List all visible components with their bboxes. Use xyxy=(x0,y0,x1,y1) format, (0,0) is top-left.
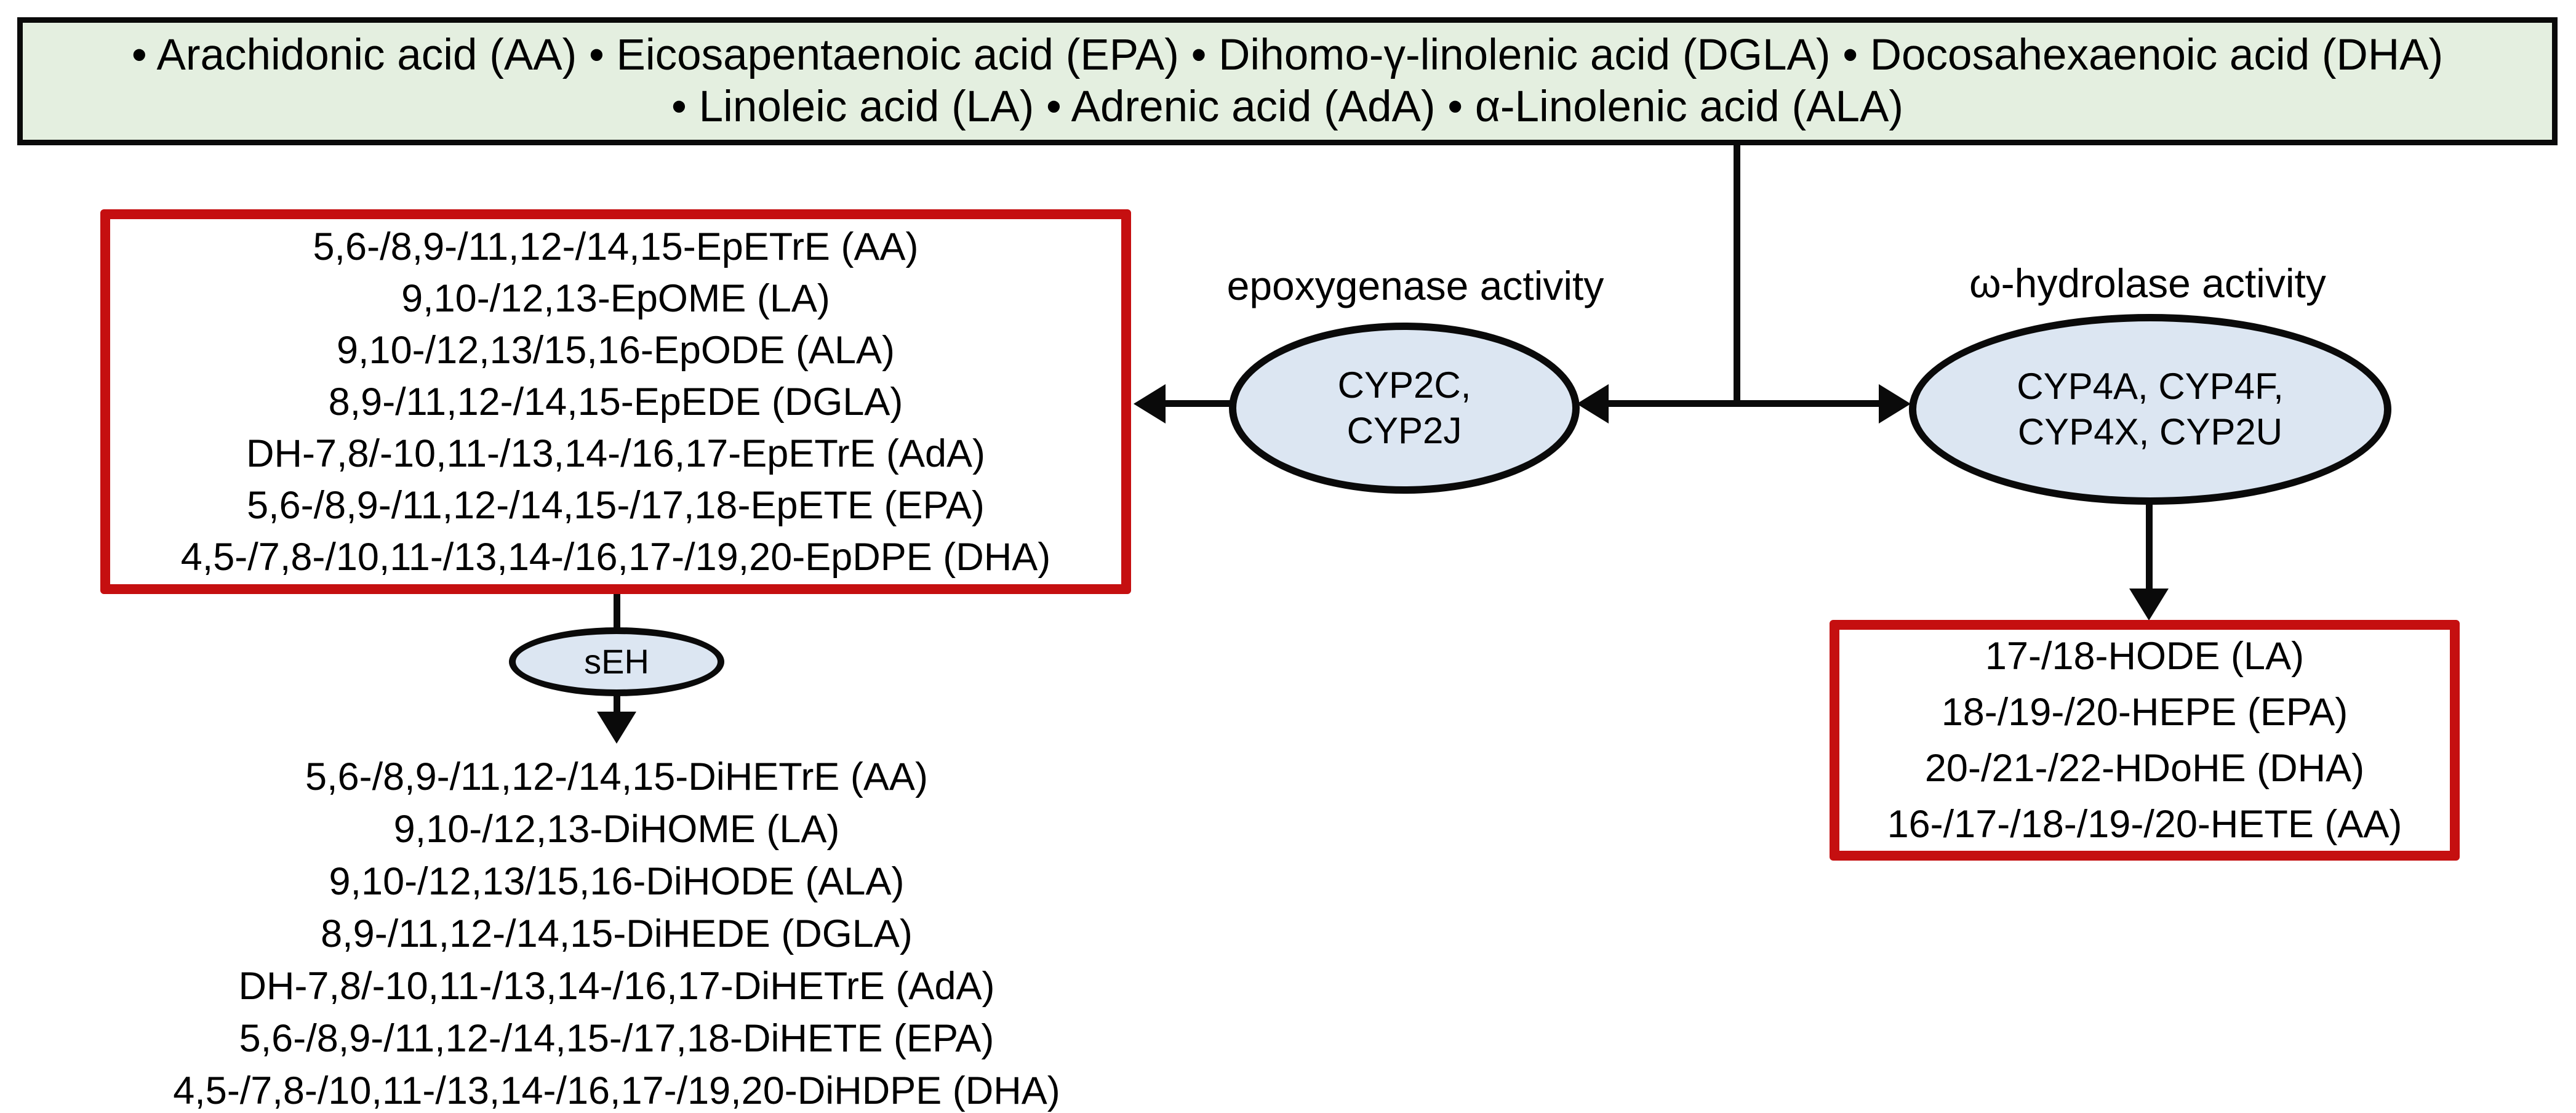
epoxygenase-enzymes-line-1: CYP2C, xyxy=(1337,364,1471,406)
arrowhead-to-epoxide-box-icon xyxy=(1134,384,1166,424)
epoxide-product-line: 5,6-/8,9-/11,12-/14,15-EpETrE (AA) xyxy=(313,225,919,268)
arrowhead-to-hydrolase-icon xyxy=(1879,384,1911,424)
diol-product-line: 5,6-/8,9-/11,12-/14,15-/17,18-DiHETE (EP… xyxy=(239,1017,994,1060)
hydroxy-product-line: 16-/17-/18-/19-/20-HETE (AA) xyxy=(1887,802,2402,846)
substrates-box: • Arachidonic acid (AA) • Eicosapentaeno… xyxy=(17,17,2558,145)
diol-product-line: 8,9-/11,12-/14,15-DiHEDE (DGLA) xyxy=(321,912,913,955)
seh-label: sEH xyxy=(584,642,649,681)
connector-seh-down xyxy=(614,693,620,715)
hydrolase-enzymes-line-1: CYP4A, CYP4F, xyxy=(2017,366,2284,407)
hydroxy-product-line: 17-/18-HODE (LA) xyxy=(1985,634,2305,678)
seh-ellipse: sEH xyxy=(509,627,724,696)
arrowhead-to-diol-list-icon xyxy=(597,712,636,744)
substrates-line-2: • Linoleic acid (LA) • Adrenic acid (AdA… xyxy=(671,82,1903,131)
epoxygenase-enzymes-line-2: CYP2J xyxy=(1346,410,1462,451)
epoxide-product-line: DH-7,8/-10,11-/13,14-/16,17-EpETrE (AdA) xyxy=(246,432,986,475)
arrowhead-to-hydroxy-box-icon xyxy=(2129,589,2169,621)
hydrolase-enzymes-line-2: CYP4X, CYP2U xyxy=(2017,411,2283,452)
epoxide-product-line: 4,5-/7,8-/10,11-/13,14-/16,17-/19,20-EpD… xyxy=(180,535,1051,579)
epoxygenase-activity-label: epoxygenase activity xyxy=(1226,263,1604,308)
connector-between-enzymes xyxy=(1600,400,1889,407)
epoxide-product-line: 9,10-/12,13/15,16-EpODE (ALA) xyxy=(336,328,895,372)
diol-product-line: 9,10-/12,13/15,16-DiHODE (ALA) xyxy=(329,860,905,903)
connector-substrates-down xyxy=(1734,143,1740,407)
diol-product-line: 9,10-/12,13-DiHOME (LA) xyxy=(393,808,840,851)
diol-product-line: 5,6-/8,9-/11,12-/14,15-DiHETrE (AA) xyxy=(305,755,928,798)
connector-hydrolase-down xyxy=(2146,504,2153,592)
hydroxy-products-box: 17-/18-HODE (LA) 18-/19-/20-HEPE (EPA) 2… xyxy=(1830,620,2460,861)
hydroxy-product-line: 18-/19-/20-HEPE (EPA) xyxy=(1941,690,2348,734)
epoxygenase-enzymes-ellipse: CYP2C, CYP2J xyxy=(1229,323,1580,494)
hydroxy-product-line: 20-/21-/22-HDoHE (DHA) xyxy=(1924,746,2365,790)
diol-product-line: 4,5-/7,8-/10,11-/13,14-/16,17-/19,20-DiH… xyxy=(173,1069,1060,1112)
epoxide-product-line: 5,6-/8,9-/11,12-/14,15-/17,18-EpETE (EPA… xyxy=(247,483,985,527)
epoxide-products-box: 5,6-/8,9-/11,12-/14,15-EpETrE (AA) 9,10-… xyxy=(100,209,1131,594)
epoxide-product-line: 9,10-/12,13-EpOME (LA) xyxy=(401,276,830,320)
diol-products-list: 5,6-/8,9-/11,12-/14,15-DiHETrE (AA) 9,10… xyxy=(37,751,1196,1113)
connector-epoxides-to-seh xyxy=(614,592,620,632)
diol-product-line: DH-7,8/-10,11-/13,14-/16,17-DiHETrE (AdA… xyxy=(238,965,995,1008)
substrates-line-1: • Arachidonic acid (AA) • Eicosapentaeno… xyxy=(131,31,2444,79)
omega-hydrolase-activity-label: ω-hydrolase activity xyxy=(1969,260,2326,306)
epoxide-product-line: 8,9-/11,12-/14,15-EpEDE (DGLA) xyxy=(328,380,903,424)
arrowhead-to-epoxygenase-icon xyxy=(1577,384,1609,424)
hydrolase-enzymes-ellipse: CYP4A, CYP4F, CYP4X, CYP2U xyxy=(1909,314,2391,505)
connector-epoxygenase-to-epoxides xyxy=(1163,400,1232,407)
